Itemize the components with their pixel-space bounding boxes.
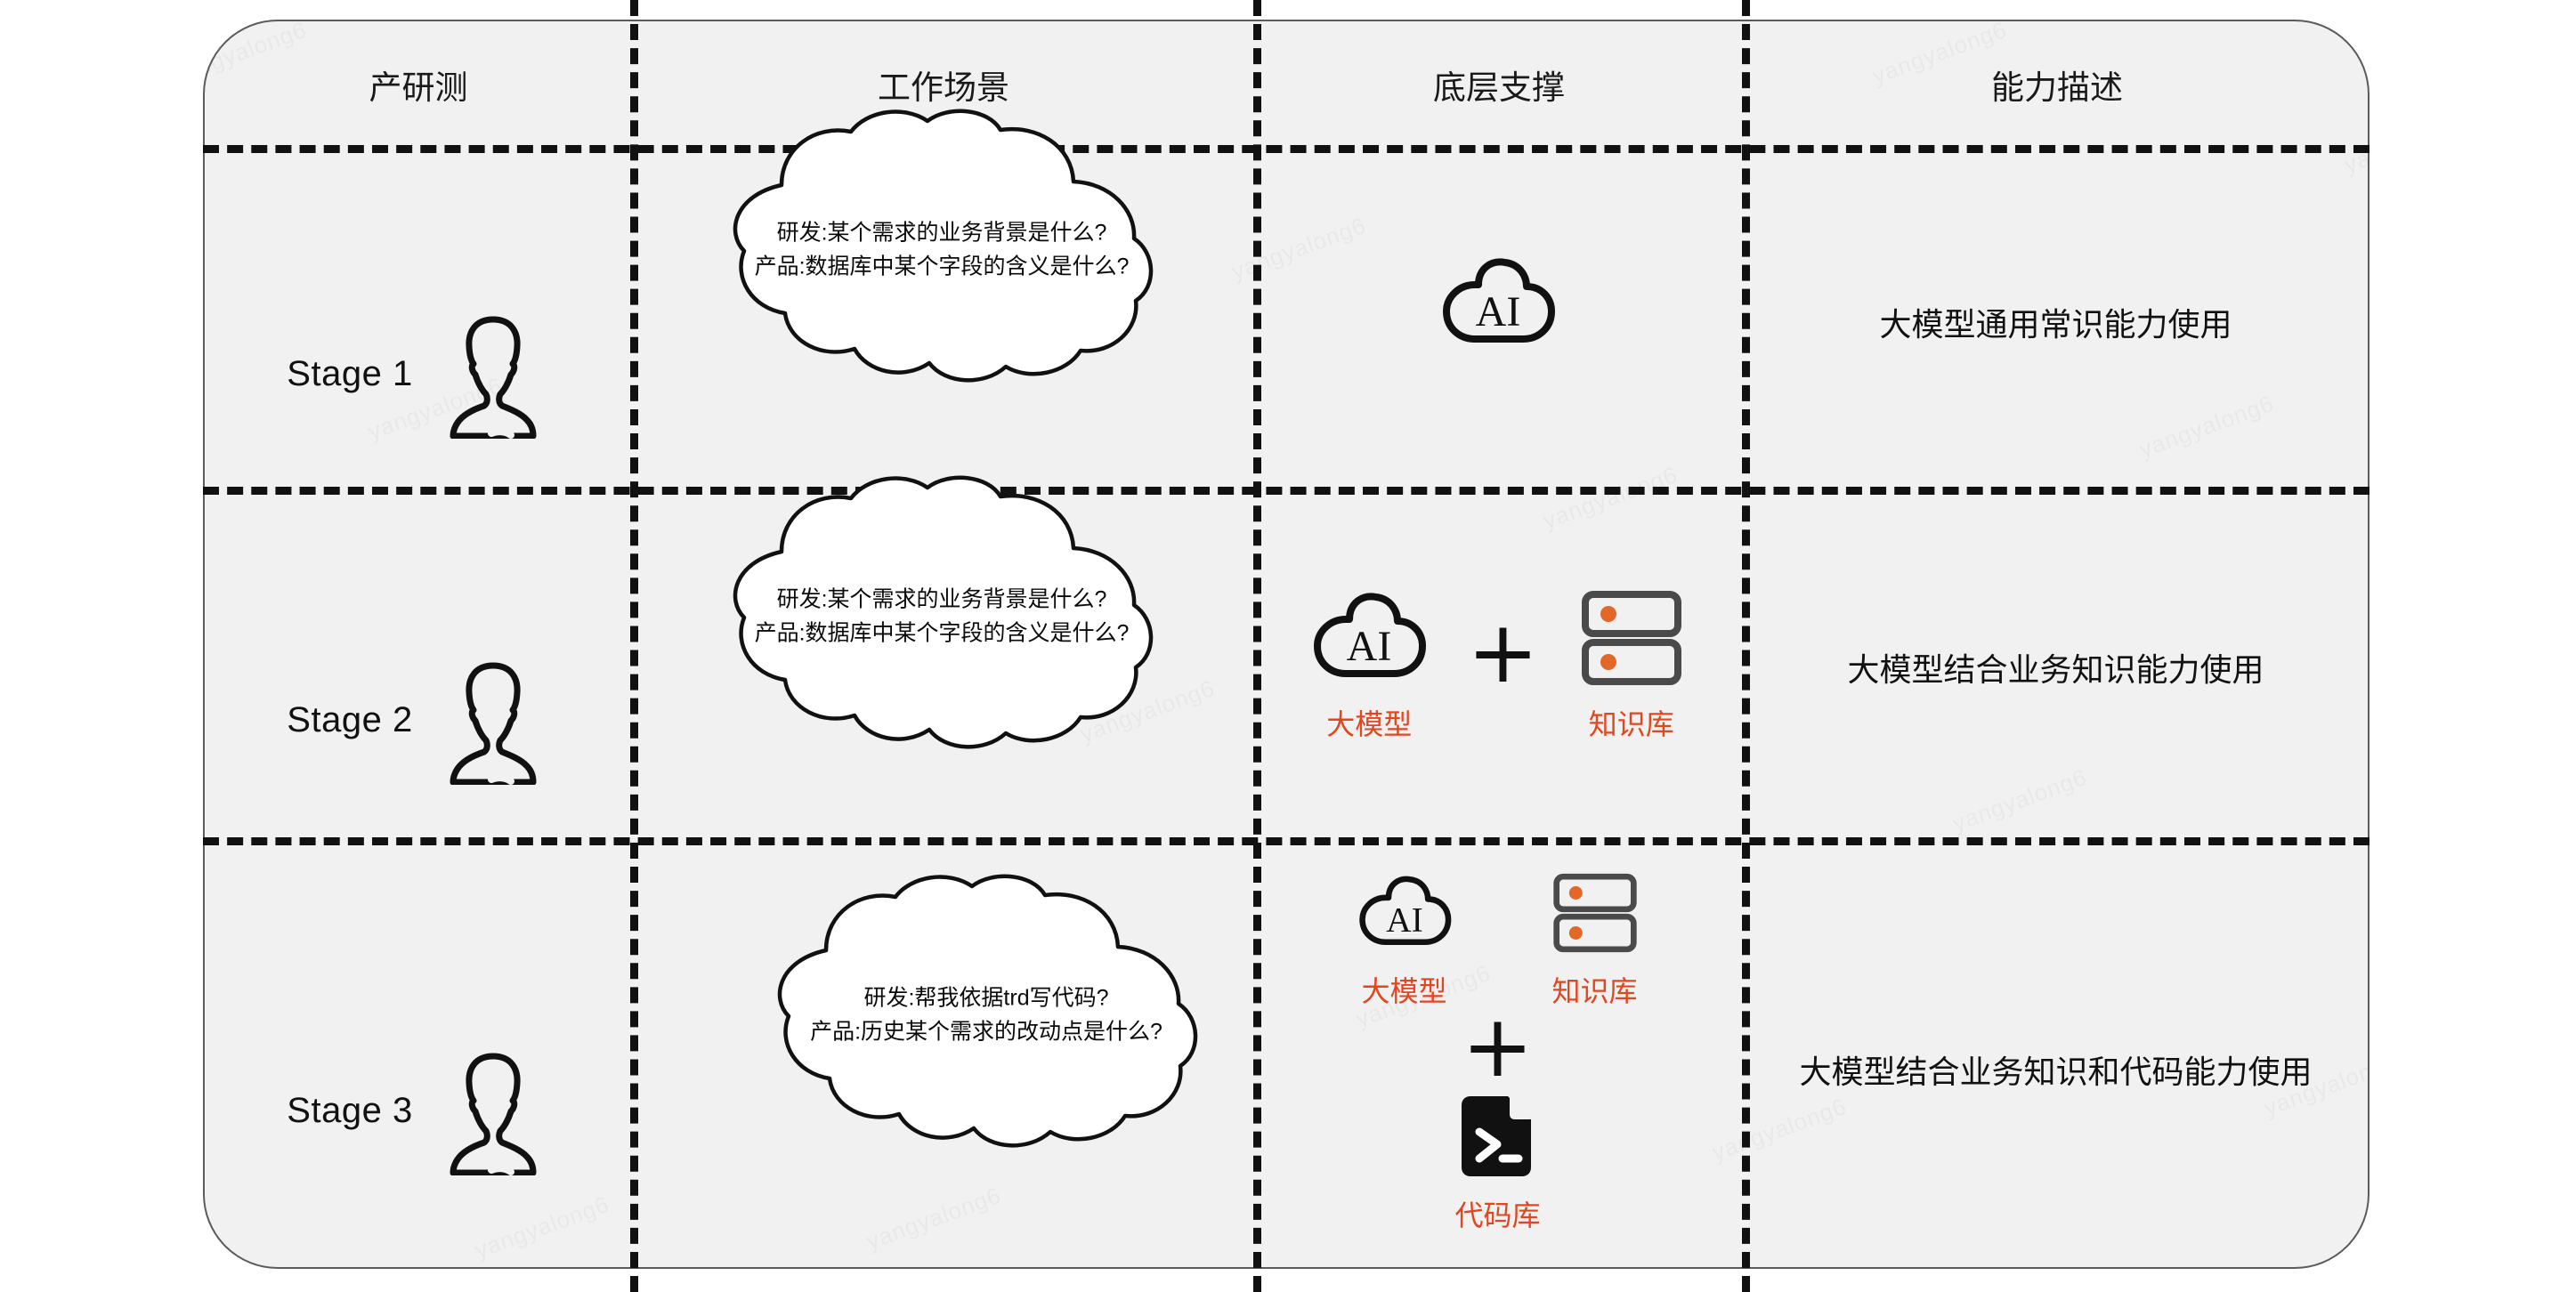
speech-cloud: 研发:某个需求的业务背景是什么? 产品:数据库中某个字段的含义是什么? — [648, 470, 1235, 763]
knowledge-base-caption: 知识库 — [1588, 708, 1674, 740]
capability-cell: 大模型结合业务知识能力使用 — [1742, 491, 2369, 833]
table-row: Stage 1 研发:某个需求的业务背景是什么? 产品:数据库中某个字段的含义是… — [0, 109, 2576, 482]
ai-model-caption: 大模型 — [1326, 708, 1413, 740]
table-row: Stage 2 研发:某个需求的业务背景是什么? 产品:数据库中某个字段的含义是… — [0, 475, 2576, 833]
knowledge-base-icon — [1551, 872, 1640, 958]
foundation-stack: AI 大模型 + 知识库 — [1253, 589, 1742, 743]
column-divider — [1253, 0, 1261, 1292]
ai-glyph: AI — [1347, 623, 1392, 670]
scenario-cell: 研发:帮我依据trd写代码? 产品:历史某个需求的改动点是什么? — [630, 842, 1253, 1287]
ai-cloud-icon: AI — [1357, 872, 1453, 958]
cloud-line-2: 产品:数据库中某个字段的含义是什么? — [754, 620, 1130, 645]
foundation-cell: AI 大模型 知识库 — [1253, 842, 1742, 1287]
person-outline-icon — [440, 1042, 547, 1180]
scenario-cell: 研发:某个需求的业务背景是什么? 产品:数据库中某个字段的含义是什么? — [630, 109, 1253, 482]
stage-cell: Stage 3 — [203, 842, 630, 1287]
code-repo-file-icon — [1460, 1093, 1535, 1183]
ai-cloud-icon: AI — [1439, 254, 1557, 357]
knowledge-base-icon — [1578, 589, 1685, 691]
foundation-cell: AI — [1253, 149, 1742, 482]
foundation-bottom-row: 代码库 — [1253, 1093, 1742, 1234]
cloud-text: 研发:某个需求的业务背景是什么? 产品:数据库中某个字段的含义是什么? — [648, 217, 1235, 284]
speech-cloud: 研发:帮我依据trd写代码? 产品:历史某个需求的改动点是什么? — [693, 868, 1280, 1162]
cloud-line-1: 研发:帮我依据trd写代码? — [863, 985, 1109, 1011]
row-divider — [203, 487, 2369, 495]
column-divider — [1742, 0, 1750, 1292]
ai-model-unit: AI 大模型 — [1310, 589, 1428, 743]
person-outline-icon — [440, 305, 547, 443]
stage-label: Stage 2 — [287, 700, 413, 739]
stage-label: Stage 3 — [287, 1091, 413, 1130]
table-row: Stage 3 研发:帮我依据trd写代码? 产品:历史某个需求的改动点是什么? — [0, 842, 2576, 1287]
ai-cloud-icon: AI — [1310, 589, 1428, 691]
stage-identity: Stage 3 — [203, 1042, 630, 1180]
speech-cloud: 研发:某个需求的业务背景是什么? 产品:数据库中某个字段的含义是什么? — [648, 103, 1235, 397]
cloud-text: 研发:帮我依据trd写代码? 产品:历史某个需求的改动点是什么? — [693, 982, 1280, 1049]
ai-model-caption: 大模型 — [1361, 975, 1447, 1007]
row-divider — [203, 837, 2369, 845]
capability-cell: 大模型结合业务知识和代码能力使用 — [1742, 842, 2369, 1287]
capability-text: 大模型通用常识能力使用 — [1879, 306, 2232, 343]
knowledge-base-unit: 知识库 — [1578, 589, 1685, 743]
stage-identity: Stage 2 — [203, 651, 630, 789]
cloud-line-2: 产品:数据库中某个字段的含义是什么? — [754, 254, 1130, 279]
cloud-line-1: 研发:某个需求的业务背景是什么? — [776, 586, 1107, 612]
column-header-role: 产研测 — [369, 69, 468, 106]
knowledge-base-caption: 知识库 — [1551, 975, 1638, 1007]
foundation-stack: AI 大模型 知识库 — [1253, 872, 1742, 1234]
capability-cell: 大模型通用常识能力使用 — [1742, 149, 2369, 482]
cloud-text: 研发:某个需求的业务背景是什么? 产品:数据库中某个字段的含义是什么? — [648, 584, 1235, 650]
row-divider — [203, 145, 2369, 153]
ai-glyph: AI — [1386, 900, 1422, 939]
capability-text: 大模型结合业务知识能力使用 — [1847, 651, 2264, 688]
cloud-line-2: 产品:历史某个需求的改动点是什么? — [810, 1019, 1162, 1044]
column-header-foundation: 底层支撑 — [1433, 69, 1565, 106]
foundation-stack: AI — [1253, 254, 1742, 367]
foundation-cell: AI 大模型 + 知识库 — [1253, 491, 1742, 833]
stage-cell: Stage 2 — [203, 491, 630, 833]
diagram-card: yangyalong6 yangyalong6 yangyalong6 yang… — [203, 20, 2369, 1269]
knowledge-base-unit: 知识库 — [1551, 872, 1640, 1010]
code-repo-caption: 代码库 — [1454, 1199, 1541, 1231]
cloud-line-1: 研发:某个需求的业务背景是什么? — [776, 220, 1107, 246]
capability-text: 大模型结合业务知识和代码能力使用 — [1799, 1054, 2313, 1090]
stage-cell: Stage 1 — [203, 149, 630, 482]
person-outline-icon — [440, 651, 547, 789]
foundation-plus-row: + — [1253, 1004, 1742, 1089]
column-header-scenario: 工作场景 — [878, 69, 1009, 106]
stage-label: Stage 1 — [287, 354, 413, 393]
column-header-capability: 能力描述 — [1991, 69, 2123, 106]
ai-model-unit: AI — [1439, 254, 1557, 367]
stage-identity: Stage 1 — [203, 305, 630, 443]
column-divider — [630, 0, 638, 1292]
plus-icon: + — [1462, 997, 1534, 1096]
scenario-cell: 研发:某个需求的业务背景是什么? 产品:数据库中某个字段的含义是什么? — [630, 475, 1253, 833]
ai-model-unit: AI 大模型 — [1357, 872, 1453, 1010]
code-repo-unit: 代码库 — [1454, 1093, 1541, 1234]
plus-icon: + — [1467, 602, 1539, 702]
ai-glyph: AI — [1475, 288, 1520, 335]
foundation-top-row: AI 大模型 知识库 — [1253, 872, 1742, 1010]
